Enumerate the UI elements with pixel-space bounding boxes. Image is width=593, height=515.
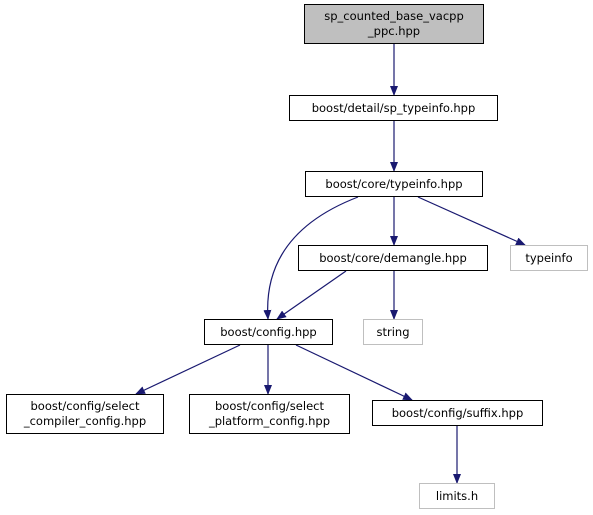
node-label: string bbox=[376, 324, 410, 339]
node-label: boost/config/select bbox=[215, 399, 324, 413]
node-label: boost/core/typeinfo.hpp bbox=[325, 176, 463, 191]
node-label: _ppc.hpp bbox=[367, 24, 421, 38]
node-label: limits.h bbox=[435, 488, 479, 503]
edge-core_typeinfo-to-config bbox=[263, 196, 359, 320]
node-label: _compiler_config.hpp bbox=[23, 414, 147, 428]
node-limits: limits.h bbox=[419, 483, 495, 509]
node-label: boost/config.hpp bbox=[220, 324, 317, 339]
node-config[interactable]: boost/config.hpp bbox=[204, 319, 333, 345]
node-sp-typeinfo[interactable]: boost/detail/sp_typeinfo.hpp bbox=[289, 95, 498, 121]
edge-config-to-select_compiler bbox=[135, 344, 241, 395]
node-typeinfo: typeinfo bbox=[510, 245, 588, 271]
node-select-platform[interactable]: boost/config/select_platform_config.hpp bbox=[189, 394, 350, 434]
node-label: _platform_config.hpp bbox=[208, 414, 331, 428]
edge-core_typeinfo-to-typeinfo bbox=[417, 196, 526, 246]
node-label: boost/config/select bbox=[30, 399, 140, 413]
node-select-compiler[interactable]: boost/config/select_compiler_config.hpp bbox=[6, 394, 164, 434]
node-label: typeinfo bbox=[525, 250, 573, 265]
node-core-typeinfo[interactable]: boost/core/typeinfo.hpp bbox=[305, 171, 483, 197]
node-label: boost/core/demangle.hpp bbox=[319, 250, 467, 265]
node-label: sp_counted_base_vacpp bbox=[324, 9, 464, 23]
node-suffix[interactable]: boost/config/suffix.hpp bbox=[372, 400, 543, 426]
edge-demangle-to-config bbox=[276, 270, 347, 320]
node-label: boost/config/suffix.hpp bbox=[391, 405, 524, 420]
node-root: sp_counted_base_vacpp_ppc.hpp bbox=[304, 4, 484, 44]
edge-config-to-suffix bbox=[295, 344, 413, 401]
node-string: string bbox=[363, 319, 423, 345]
node-demangle[interactable]: boost/core/demangle.hpp bbox=[298, 245, 488, 271]
node-label: boost/detail/sp_typeinfo.hpp bbox=[311, 100, 476, 115]
